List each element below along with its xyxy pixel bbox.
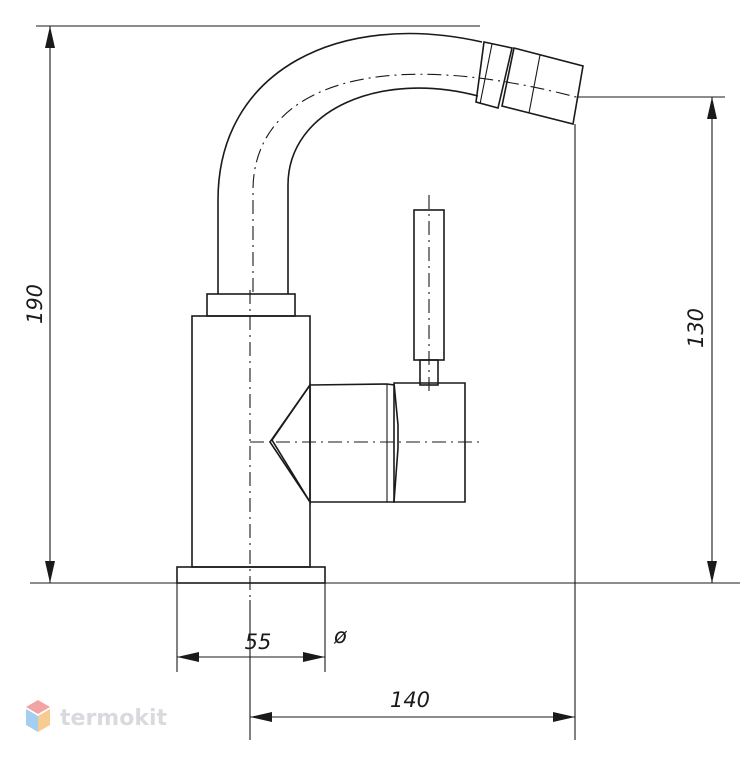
dim-130-label: 130 [684, 308, 708, 348]
aerator-ring-2 [528, 54, 541, 114]
dim-190-label: 190 [23, 284, 47, 324]
cartridge-housing [269, 383, 395, 503]
dim-55-label: 55 [245, 630, 272, 654]
cartridge-knuckle [271, 382, 311, 505]
aerator-head [501, 47, 584, 125]
aerator-sleeve [475, 41, 513, 109]
dim-140-label: 140 [390, 688, 430, 712]
aerator-ring-1 [479, 43, 493, 105]
spout-collar [206, 293, 296, 317]
termokit-watermark: termokit [26, 700, 167, 732]
cartridge-cap [393, 382, 466, 503]
dim-spout-height: 130 [684, 97, 717, 583]
dim-reach: 140 [250, 688, 575, 722]
base-plate [176, 566, 326, 584]
dim-height-total: 190 [23, 26, 55, 583]
termokit-logo-text: termokit [60, 706, 167, 731]
diameter-symbol: ø [333, 624, 348, 648]
spout-outer [217, 32, 483, 294]
dim-base-diameter: 55 ø [177, 624, 348, 662]
faucet-outline [176, 32, 584, 584]
spout-inner [287, 87, 479, 294]
termokit-logo-icon [26, 700, 50, 732]
spout-centerline [252, 73, 581, 292]
center-lines [249, 73, 581, 600]
extension-lines [30, 25, 740, 740]
